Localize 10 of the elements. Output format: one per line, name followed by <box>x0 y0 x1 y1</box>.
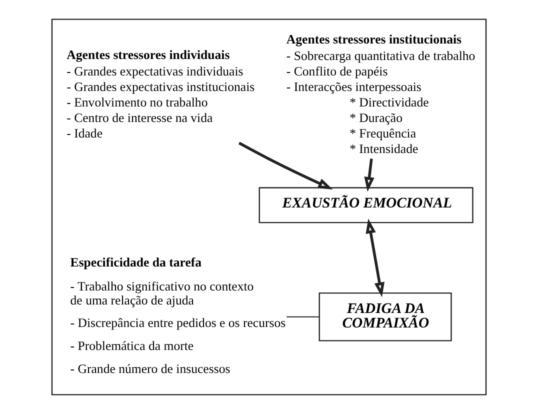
node-text: Especificidade da tarefa - Trabalho significativo no contexto de uma relação de ajuda - Discrepância entre pedidos e os recursos - Problemática da morte - Grande número de insucessos <box>70 256 286 376</box>
node-text: Agentes stressores institucionais - Sobrecarga quantitativa de trabalho - Conflito de papéis - Interacções interpessoais * Directividade * Duração * Frequência * Intensidade <box>286 32 476 156</box>
arrow <box>238 142 333 190</box>
node-text: Agentes stressores individuais - Grandes expectativas individuais - Grandes expectativas institucionais - Envolvimento no trabalho - Centro de interesse na vida - Idade <box>66 48 255 141</box>
node-box: EXAUSTÃO EMOCIONAL <box>258 187 474 224</box>
cluster <box>51 18 487 396</box>
arrow <box>364 158 374 192</box>
connector <box>286 316 320 318</box>
node-box: FADIGA DA COMPAIXÃO <box>318 292 452 342</box>
arrow <box>366 218 385 298</box>
